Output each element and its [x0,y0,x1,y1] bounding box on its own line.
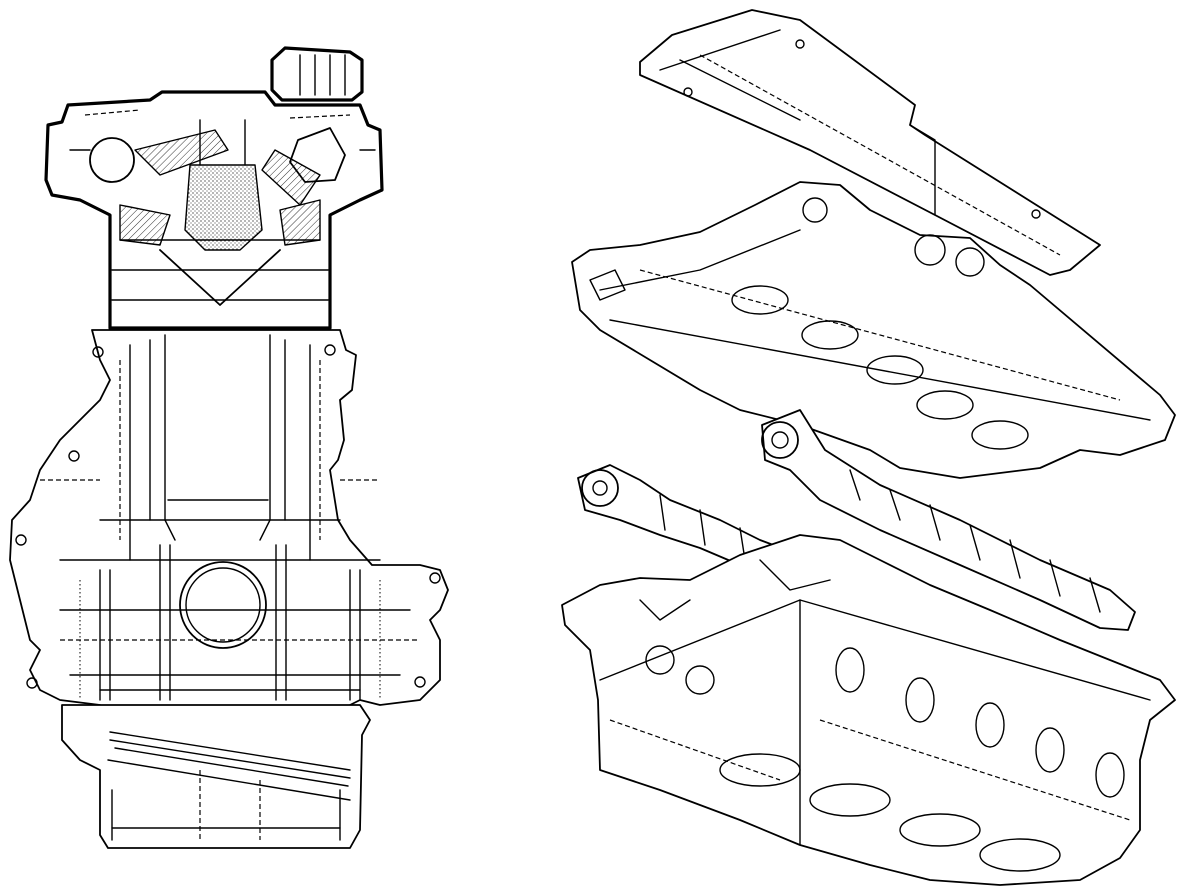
camshaft [762,410,1135,630]
oil-filler-cap [272,48,362,100]
crankshaft-opening [180,562,266,648]
right-panel [562,10,1175,885]
cylinder-head [562,535,1175,885]
cylinder-head-section [46,92,382,328]
oil-pan [62,705,370,848]
left-panel [10,48,448,848]
cam-cover [640,10,1100,275]
engine-block [10,330,448,720]
camshaft-carrier [572,182,1175,478]
